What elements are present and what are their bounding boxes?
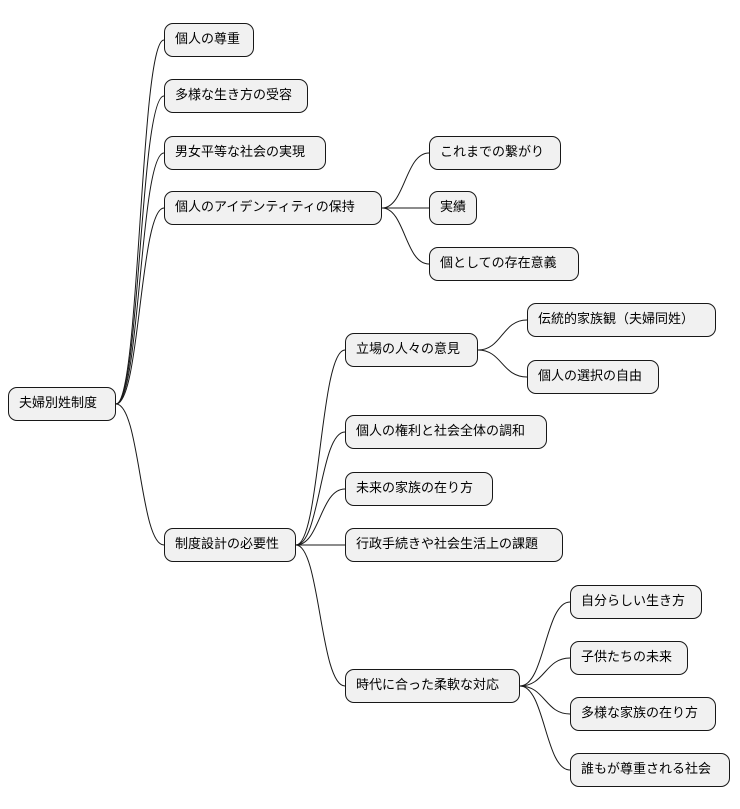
- leaf-node: 自分らしい生き方: [570, 585, 702, 619]
- subbranch-node: 立場の人々の意見: [345, 333, 478, 367]
- connector: [115, 95, 165, 405]
- branch-node: 男女平等な社会の実現: [164, 136, 326, 170]
- subbranch-node: 未来の家族の在り方: [345, 472, 493, 506]
- connector: [295, 349, 346, 546]
- branch-node: 個人のアイデンティティの保持: [164, 191, 382, 225]
- connector: [115, 403, 165, 546]
- leaf-node: 子供たちの未来: [570, 641, 688, 675]
- leaf-node: 誰もが尊重される社会: [570, 753, 730, 787]
- leaf-node: 個としての存在意義: [429, 247, 579, 281]
- connector: [519, 685, 571, 771]
- connector: [519, 685, 571, 715]
- connector: [381, 152, 430, 209]
- connector: [115, 207, 165, 405]
- leaf-node: 個人の選択の自由: [527, 360, 659, 394]
- branch-node: 多様な生き方の受容: [164, 79, 308, 113]
- connector: [381, 207, 430, 265]
- subbranch-node: 行政手続きや社会生活上の課題: [345, 528, 563, 562]
- leaf-node: 伝統的家族観（夫婦同姓）: [527, 303, 716, 337]
- connector: [477, 349, 528, 378]
- connector: [115, 39, 165, 405]
- connector: [477, 319, 528, 351]
- connector: [295, 544, 346, 687]
- connector: [519, 601, 571, 687]
- connector: [115, 152, 165, 405]
- branch-node: 制度設計の必要性: [164, 528, 296, 562]
- subbranch-node: 時代に合った柔軟な対応: [345, 669, 520, 703]
- subbranch-node: 個人の権利と社会全体の調和: [345, 415, 547, 449]
- leaf-node: 多様な家族の在り方: [570, 697, 716, 731]
- leaf-node: 実績: [429, 191, 477, 225]
- root-node: 夫婦別姓制度: [8, 387, 116, 421]
- connector: [295, 431, 346, 546]
- connector: [295, 488, 346, 546]
- branch-node: 個人の尊重: [164, 23, 254, 57]
- leaf-node: これまでの繋がり: [429, 136, 561, 170]
- connector: [519, 657, 571, 687]
